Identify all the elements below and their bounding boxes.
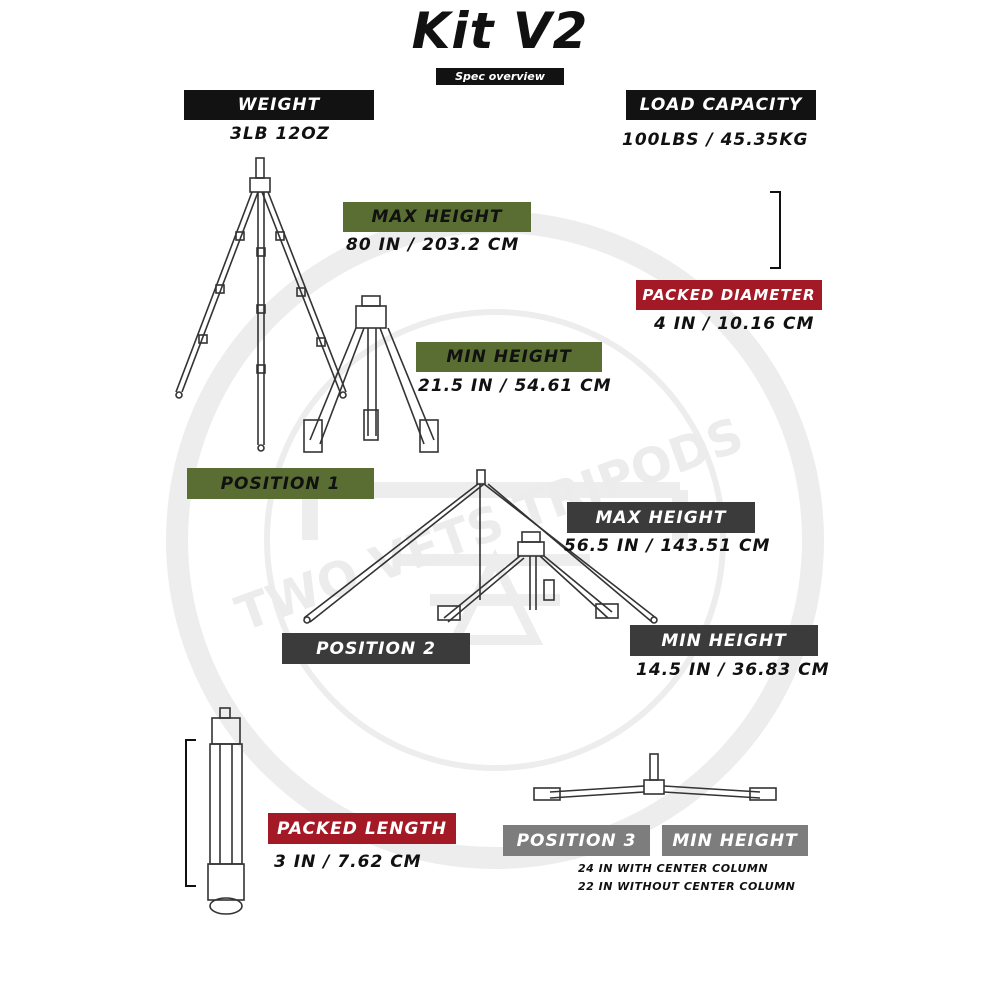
- packed-length-bracket: [185, 739, 196, 887]
- packed-diameter-bracket: [770, 191, 781, 269]
- tripod-packed-illustration: [207, 707, 245, 915]
- position-3-min-height-label: min height: [662, 825, 808, 856]
- min-height-label: min height: [416, 342, 602, 372]
- position-2-min-height-label: min height: [630, 625, 818, 656]
- position-2-max-height-label: max height: [567, 502, 755, 533]
- position-3-note-with-column: 24 in with center column: [578, 862, 769, 875]
- tripod-position-2-illustration: [303, 469, 658, 624]
- tripod-position-2-min-illustration: [437, 531, 619, 623]
- page-title: Kit V2: [411, 2, 589, 60]
- packed-diameter-value: 4 in / 10.16 cm: [654, 314, 815, 334]
- max-height-value: 80 in / 203.2 cm: [346, 235, 520, 255]
- load-capacity-label: Load capacity: [626, 90, 816, 120]
- tripod-position-3-illustration: [533, 753, 777, 801]
- min-height-value: 21.5 in / 54.61 cm: [418, 376, 612, 396]
- packed-length-label: Packed length: [268, 813, 456, 844]
- position-2-label: Position 2: [282, 633, 470, 664]
- tripod-max-height-illustration: [175, 157, 347, 452]
- weight-value: 3lb 12oz: [230, 124, 330, 144]
- position-3-label: position 3: [503, 825, 650, 856]
- position-2-min-height-value: 14.5 in / 36.83 cm: [636, 660, 830, 680]
- position-1-label: Position 1: [187, 468, 374, 499]
- max-height-label: max height: [343, 202, 531, 232]
- tripod-min-height-illustration: [303, 295, 439, 453]
- position-3-note-without-column: 22 in without center column: [578, 880, 796, 893]
- page-subtitle: Spec overview: [436, 68, 564, 85]
- packed-diameter-label: packed diameter: [636, 280, 822, 310]
- position-2-max-height-value: 56.5 in / 143.51 cm: [564, 536, 771, 556]
- load-capacity-value: 100lbs / 45.35kg: [622, 130, 809, 150]
- weight-label: Weight: [184, 90, 374, 120]
- packed-length-value: 3 in / 7.62 cm: [274, 852, 422, 872]
